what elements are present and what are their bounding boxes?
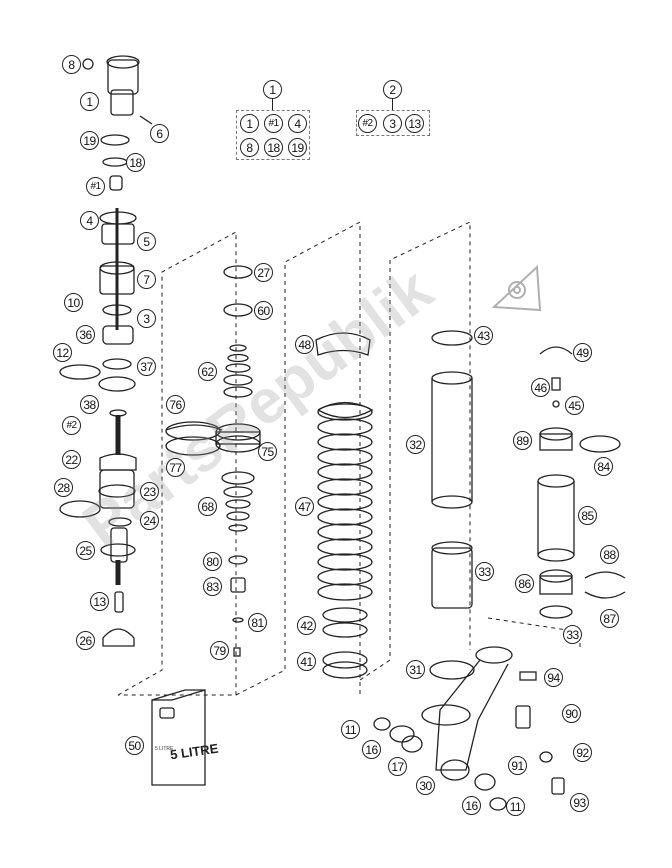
callout: 48 (295, 335, 314, 354)
callout: 84 (594, 457, 613, 476)
callout: 12 (53, 343, 72, 362)
callout: #2 (62, 416, 81, 435)
callout: 36 (76, 325, 95, 344)
piston-rod (59, 409, 137, 647)
callout: 45 (565, 396, 584, 415)
legend-1-item: 18 (264, 138, 283, 157)
callout: 11 (341, 720, 360, 739)
callout: 80 (203, 552, 222, 571)
oil-can (151, 689, 206, 786)
callout: 23 (140, 482, 159, 501)
callout: 26 (76, 631, 95, 650)
legend-2-title: 2 (383, 80, 402, 99)
canister-small-label: 5 LITRE (155, 746, 174, 752)
callout: 6 (150, 124, 169, 143)
callout: 31 (406, 660, 425, 679)
shock-body (373, 330, 513, 811)
callout: 49 (573, 343, 592, 362)
adjuster-stack (59, 208, 137, 392)
callout: 77 (166, 458, 185, 477)
callout: 90 (562, 704, 581, 723)
callout: 83 (203, 577, 222, 596)
callout: 79 (210, 641, 229, 660)
legend-1-item: 19 (288, 138, 307, 157)
legend-1-item: 4 (288, 114, 307, 133)
callout: 85 (578, 506, 597, 525)
callout: 10 (64, 293, 83, 312)
callout: 1 (80, 92, 99, 111)
callout: 4 (80, 211, 99, 230)
callout: 92 (573, 743, 592, 762)
callout: 37 (137, 357, 156, 376)
legend-1-item: #1 (264, 114, 283, 133)
callout: 16 (462, 796, 481, 815)
callout: 30 (416, 776, 435, 795)
callout: 41 (297, 652, 316, 671)
callout: 93 (570, 793, 589, 812)
callout: 76 (166, 395, 185, 414)
callout: 33 (475, 562, 494, 581)
callout: 25 (76, 541, 95, 560)
callout: 89 (513, 431, 532, 450)
legend-2-item: 13 (405, 114, 424, 133)
callout: 88 (600, 545, 619, 564)
callout: 43 (474, 326, 493, 345)
callout: 28 (54, 478, 73, 497)
callout: 32 (406, 435, 425, 454)
callout: 42 (297, 616, 316, 635)
callout: 87 (600, 609, 619, 628)
callout: 50 (125, 736, 144, 755)
callout: 33 (563, 625, 582, 644)
callout: 22 (62, 450, 81, 469)
callout: 38 (80, 395, 99, 414)
legend-1-item: 1 (240, 114, 259, 133)
callout: 16 (362, 740, 381, 759)
callout: 17 (388, 757, 407, 776)
reservoir (515, 346, 626, 795)
callout: 81 (248, 613, 267, 632)
legend-2-item: 3 (383, 114, 402, 133)
callout: 24 (140, 511, 159, 530)
callout: 27 (254, 263, 273, 282)
group-outlines (117, 221, 581, 696)
callout: 8 (62, 55, 81, 74)
callout: 46 (531, 378, 550, 397)
callout: 68 (198, 497, 217, 516)
top-eye (82, 55, 153, 125)
callout: 11 (506, 797, 525, 816)
callout: 13 (90, 592, 109, 611)
callout: 5 (137, 232, 156, 251)
shim-stack (165, 265, 261, 657)
callout: 91 (508, 756, 527, 775)
callout: 86 (515, 574, 534, 593)
legend-1-item: 8 (240, 138, 259, 157)
callout: 19 (80, 131, 99, 150)
callout: 7 (137, 270, 156, 289)
callout: #1 (86, 177, 105, 196)
gear-icon (492, 264, 542, 312)
callout: 3 (137, 309, 156, 328)
callout: 47 (295, 497, 314, 516)
legend-2-item: #2 (358, 114, 377, 133)
callout: 18 (126, 153, 145, 172)
callout: 75 (258, 442, 277, 461)
callout: 62 (198, 362, 217, 381)
main-spring (315, 332, 374, 679)
legend-1-title: 1 (263, 80, 282, 99)
callout: 60 (254, 301, 273, 320)
callout: 94 (544, 668, 563, 687)
